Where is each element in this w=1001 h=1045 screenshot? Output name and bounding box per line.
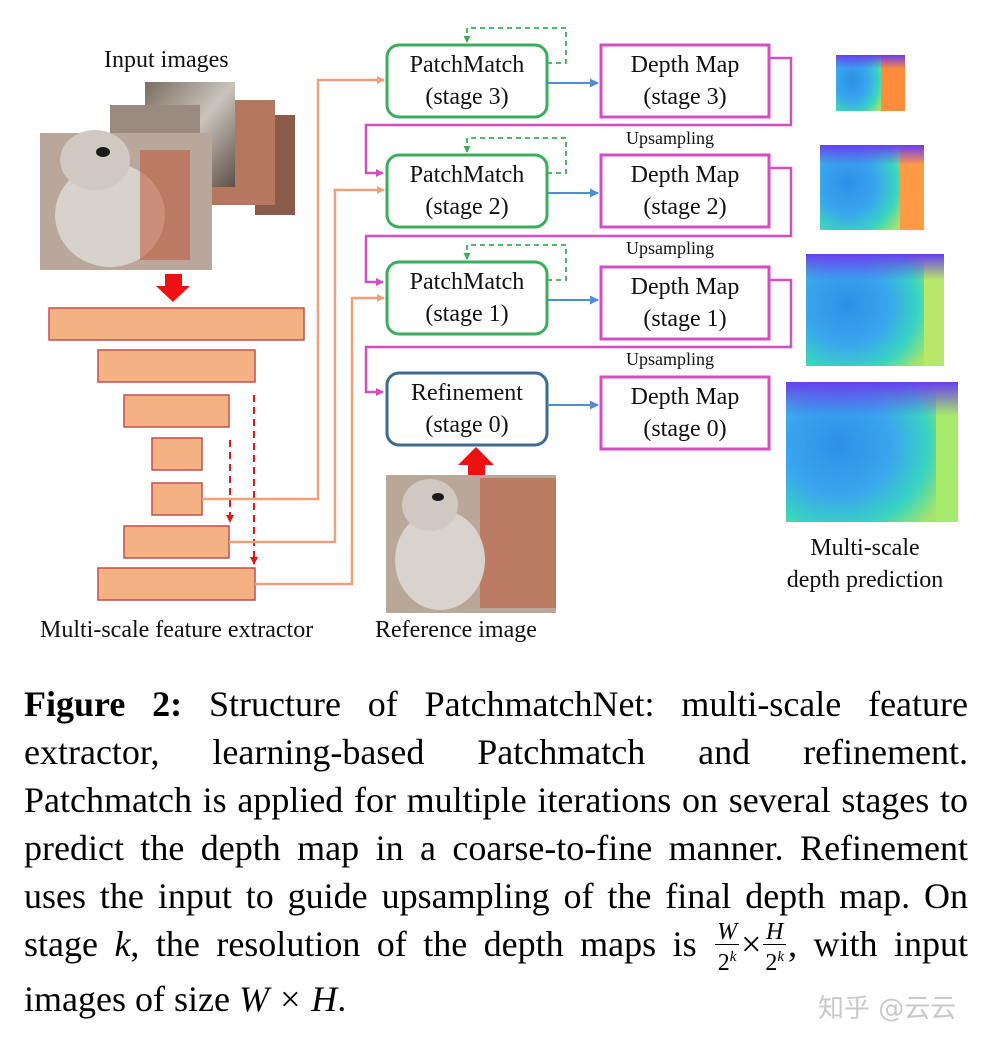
caption-size: W × H <box>238 979 338 1020</box>
caption-k: k <box>114 924 131 964</box>
multiscale-label-line2: depth prediction <box>786 567 944 593</box>
reference-image <box>386 475 556 613</box>
connector-stage1 <box>255 294 385 586</box>
depth-map-stage0-text: Depth Map (stage 0) <box>601 381 769 445</box>
upsampling-label-3: Upsampling <box>626 349 714 369</box>
depth-thumb-stage2 <box>820 145 924 230</box>
down-arrow <box>156 274 190 302</box>
depth-map-stage1-text: Depth Map (stage 1) <box>601 271 769 335</box>
loop-stage1 <box>463 244 567 281</box>
feature-extractor-label: Multi-scale feature extractor <box>40 617 314 643</box>
module-name: PatchMatch <box>409 52 525 78</box>
depth-thumb-stage1 <box>806 254 944 366</box>
module-stage: (stage 2) <box>425 194 509 220</box>
patchmatch-stage3-text: PatchMatch (stage 3) <box>387 49 547 113</box>
feature-connectors <box>202 76 385 586</box>
connector-stage2 <box>229 186 385 544</box>
patchmatch-stage1-text: PatchMatch (stage 1) <box>387 266 547 330</box>
depth-map-stage2-box <box>599 153 771 229</box>
depth-map-stage3-box <box>599 43 771 119</box>
patchmatch-stage2-box <box>385 153 549 229</box>
feature-pyramid <box>48 307 305 601</box>
caption-end: . <box>337 979 347 1020</box>
figure-caption: Figure 2: Structure of PatchmatchNet: mu… <box>24 684 969 1020</box>
reference-image-label: Reference image <box>375 617 537 643</box>
depth-map-stage1-box <box>599 265 771 341</box>
upsampling-label-1: Upsampling <box>626 128 714 148</box>
architecture-figure <box>40 27 958 613</box>
caption-text-1: Structure of PatchmatchNet: multi-scale … <box>24 684 968 964</box>
caption-text-2: , the resolution of the depth maps is <box>130 924 714 964</box>
patchmatch-stage1-box <box>385 260 549 336</box>
watermark: 知乎 @云云 <box>818 994 957 1024</box>
input-images-label: Input images <box>104 47 229 73</box>
module-stage: (stage 1) <box>425 301 509 327</box>
upsampling-connectors <box>364 56 793 396</box>
depth-stage: (stage 3) <box>643 84 727 110</box>
depth-name: Depth Map <box>630 52 740 78</box>
depth-stage: (stage 0) <box>643 416 727 442</box>
feature-block-7 <box>97 567 256 601</box>
feature-block-5 <box>151 482 203 516</box>
upsample-1-to-0 <box>364 278 793 396</box>
input-images-stack <box>40 82 295 270</box>
patchmatch-stage2-text: PatchMatch (stage 2) <box>387 159 547 223</box>
up-arrow <box>458 447 494 478</box>
module-name: Refinement <box>411 380 523 406</box>
module-name: PatchMatch <box>409 162 525 188</box>
multiscale-label-line1: Multi-scale <box>810 535 920 561</box>
depth-name: Depth Map <box>630 274 740 300</box>
connector-stage3 <box>202 76 385 501</box>
depth-name: Depth Map <box>630 162 740 188</box>
feature-block-6 <box>123 525 230 559</box>
iteration-loops <box>463 27 567 281</box>
patchmatch-stage3-box <box>385 43 549 119</box>
module-to-depth-arrows <box>547 78 599 410</box>
depth-thumb-stage3 <box>836 55 905 111</box>
refinement-text: Refinement (stage 0) <box>387 377 547 441</box>
depth-map-stage0-box <box>599 375 771 451</box>
refinement-box <box>385 371 549 447</box>
feature-block-1 <box>48 307 305 341</box>
depth-stage: (stage 2) <box>643 194 727 220</box>
depth-predictions <box>786 55 958 522</box>
feature-block-4 <box>151 437 203 471</box>
depth-stage: (stage 1) <box>643 306 727 332</box>
feature-block-2 <box>97 349 256 383</box>
feature-block-3 <box>123 394 230 428</box>
depth-name: Depth Map <box>630 384 740 410</box>
loop-stage2 <box>463 137 567 174</box>
module-stage: (stage 0) <box>425 412 509 438</box>
depth-thumb-stage0 <box>786 382 958 522</box>
caption-text-3: , with input images of size <box>24 924 969 1020</box>
upsampling-label-2: Upsampling <box>626 238 714 258</box>
depth-map-stage3-text: Depth Map (stage 3) <box>601 49 769 113</box>
module-stage: (stage 3) <box>425 84 509 110</box>
caption-label: Figure 2: <box>24 684 183 724</box>
upsample-3-to-2 <box>364 56 793 177</box>
loop-stage3 <box>463 27 567 64</box>
module-name: PatchMatch <box>409 269 525 295</box>
depth-map-stage2-text: Depth Map (stage 2) <box>601 159 769 223</box>
upsample-2-to-1 <box>364 166 793 286</box>
